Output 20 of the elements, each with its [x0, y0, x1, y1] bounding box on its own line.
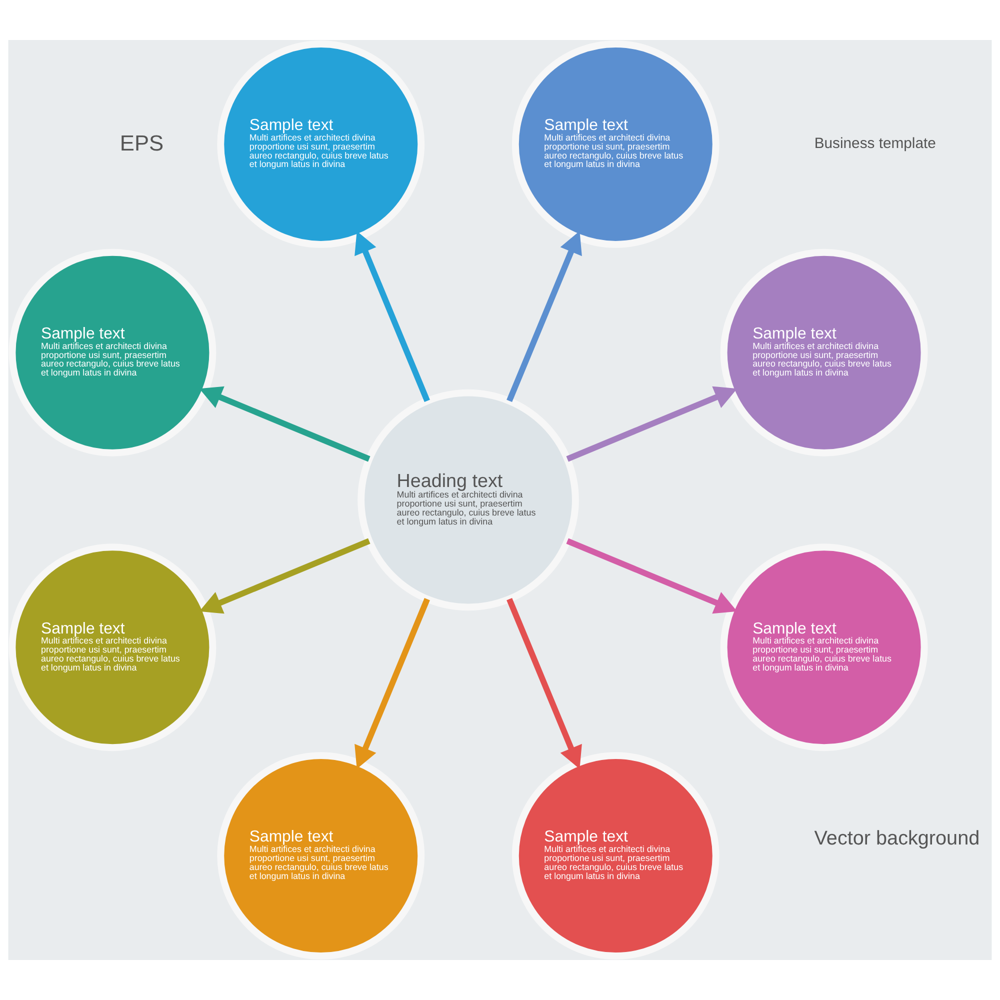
arrow [566, 386, 738, 462]
label: Business template [814, 136, 936, 152]
arrow [506, 598, 582, 769]
node-circle: Sample text Multi artifices et architecti divina proportione usi sunt, praesertim aureo rectangulo, cuius breve latus et longum latus in divina [8, 544, 216, 752]
node-circle: Sample text Multi artifices et architecti divina proportione usi sunt, praesertim aureo rectangulo, cuius breve latus et longum latus in divina [720, 544, 928, 752]
node-circle: Sample text Multi artifices et architecti divina proportione usi sunt, praesertim aureo rectangulo, cuius breve latus et longum latus in divina [217, 40, 425, 248]
node-circle: Sample text Multi artifices et architecti divina proportione usi sunt, praesertim aureo rectangulo, cuius breve latus et longum latus in divina [8, 248, 216, 456]
node-circle: Sample text Multi artifices et architecti divina proportione usi sunt, praesertim aureo rectangulo, cuius breve latus et longum latus in divina [512, 752, 720, 960]
label: EPS [120, 130, 164, 156]
arrow [566, 538, 738, 614]
node-circle: Sample text Multi artifices et architecti divina proportione usi sunt, praesertim aureo rectangulo, cuius breve latus et longum latus in divina [512, 40, 720, 248]
node-circle: Heading text Multi artifices et architecti divina proportione usi sunt, praesertim aureo rectangulo, cuius breve latus et longum latus in divina [358, 389, 579, 611]
arrow [199, 386, 370, 462]
label: Vector background [814, 827, 980, 850]
arrow [506, 231, 582, 402]
node-circle: Sample text Multi artifices et architecti divina proportione usi sunt, praesertim aureo rectangulo, cuius breve latus et longum latus in divina [720, 248, 928, 456]
arrow [199, 538, 370, 614]
arrow [354, 231, 430, 402]
arrow [354, 598, 430, 769]
node-circle: Sample text Multi artifices et architecti divina proportione usi sunt, praesertim aureo rectangulo, cuius breve latus et longum latus in divina [217, 752, 425, 960]
